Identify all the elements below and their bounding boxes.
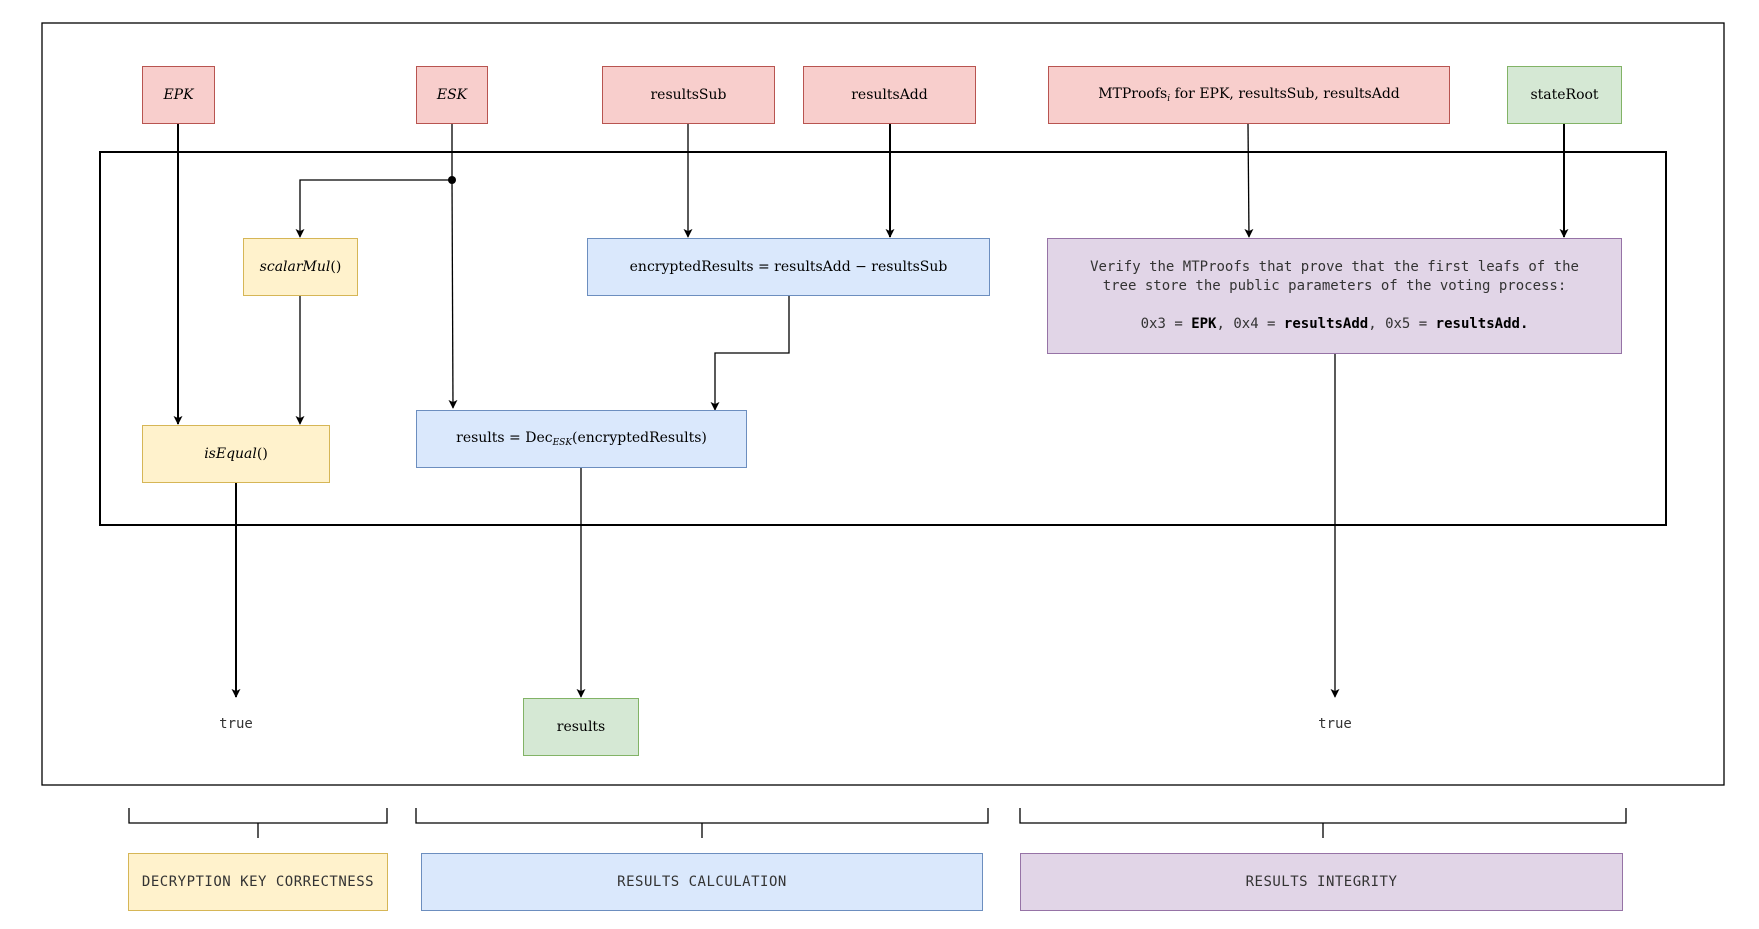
bracket-decryption: [128, 808, 388, 838]
phase-results-calculation: RESULTS CALCULATION: [421, 853, 983, 911]
is-equal-name: isEqual: [204, 446, 257, 462]
verify-key-3: , 0x5 =: [1368, 316, 1436, 332]
bracket-calculation: [415, 808, 989, 838]
results-sub-label: resultsSub: [650, 87, 727, 103]
phase-decryption-label: DECRYPTION KEY CORRECTNESS: [141, 874, 375, 890]
verify-value-3: resultsAdd: [1435, 316, 1520, 332]
mtproofs-label: MTProofsi for EPK, resultsSub, resultsAd…: [1098, 86, 1400, 104]
true-output-left: true: [219, 716, 253, 732]
decrypt-key-sub: ESK: [552, 438, 573, 448]
encrypted-results-label: encryptedResults = resultsAdd − resultsS…: [629, 259, 948, 275]
results-sub-input: resultsSub: [602, 66, 775, 124]
edge-junction-scalarmul: [295, 179, 452, 238]
true-output-right: true: [1318, 716, 1352, 732]
edge-encrypted-decrypt: [710, 296, 790, 411]
verify-line-2: tree store the public parameters of the …: [1102, 278, 1567, 294]
results-output: results: [523, 698, 639, 756]
verify-line-3: 0x3 = EPK, 0x4 = resultsAdd, 0x5 = resul…: [1141, 315, 1529, 334]
phase-decryption-key-correctness: DECRYPTION KEY CORRECTNESS: [128, 853, 388, 911]
state-root-label: stateRoot: [1530, 87, 1599, 103]
verify-value-2: resultsAdd: [1283, 316, 1369, 332]
decrypt-prefix: results = Dec: [456, 430, 553, 446]
outer-frame: [41, 22, 1725, 786]
mtproofs-input: MTProofsi for EPK, resultsSub, resultsAd…: [1048, 66, 1450, 124]
state-root-input: stateRoot: [1507, 66, 1622, 124]
phase-integrity-label: RESULTS INTEGRITY: [1245, 874, 1398, 890]
decrypt-results-op: results = DecESK(encryptedResults): [416, 410, 747, 468]
decrypt-suffix: (encryptedResults): [572, 430, 707, 446]
encrypted-results-op: encryptedResults = resultsAdd − resultsS…: [587, 238, 990, 296]
verify-value-1: EPK: [1191, 316, 1217, 332]
mtproofs-prefix: MTProofs: [1098, 86, 1168, 102]
epk-input: EPK: [142, 66, 215, 124]
verify-mtproofs-op: Verify the MTProofs that prove that the …: [1047, 238, 1622, 354]
verify-end: .: [1519, 316, 1529, 332]
scalar-mul-name: scalarMul: [259, 259, 331, 275]
esk-label: ESK: [436, 87, 468, 103]
results-add-input: resultsAdd: [803, 66, 976, 124]
results-output-label: results: [556, 719, 606, 735]
epk-label: EPK: [163, 87, 194, 103]
scalar-mul-op: scalarMul(): [243, 238, 358, 296]
verify-key-1: 0x3 =: [1140, 316, 1192, 332]
mtproofs-suffix: for EPK, resultsSub, resultsAdd: [1170, 86, 1400, 102]
phase-results-integrity: RESULTS INTEGRITY: [1020, 853, 1623, 911]
phase-calculation-label: RESULTS CALCULATION: [617, 874, 787, 890]
results-add-label: resultsAdd: [851, 87, 928, 103]
scalar-mul-label: scalarMul(): [260, 259, 342, 275]
esk-input: ESK: [416, 66, 488, 124]
mtproofs-index: i: [1167, 94, 1171, 104]
is-equal-op: isEqual(): [142, 425, 330, 483]
scalar-mul-parens: (): [330, 259, 342, 275]
edge-mtproofs-verify: [1244, 123, 1254, 238]
is-equal-label: isEqual(): [204, 446, 268, 462]
is-equal-parens: (): [256, 446, 268, 462]
verify-line-1: Verify the MTProofs that prove that the …: [1090, 259, 1579, 275]
edge-junction-decrypt: [448, 179, 458, 409]
verify-key-2: , 0x4 =: [1216, 316, 1284, 332]
decrypt-results-label: results = DecESK(encryptedResults): [456, 430, 707, 448]
process-frame: [99, 151, 1667, 526]
junction-dot: [448, 176, 456, 184]
bracket-integrity: [1019, 808, 1627, 838]
